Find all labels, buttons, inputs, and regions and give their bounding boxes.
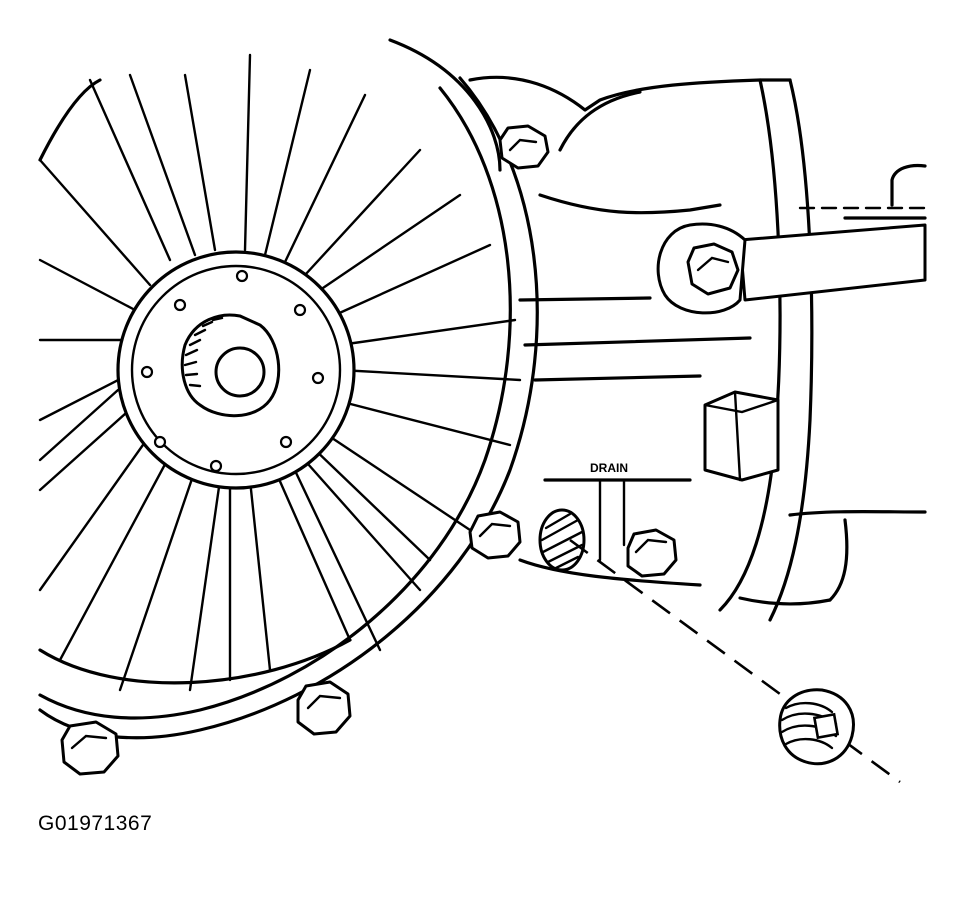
bell-housing-bolt-top [498, 124, 550, 170]
drain-plug-icon [778, 688, 855, 766]
bell-housing [38, 38, 539, 740]
bell-housing-bolt-lower [296, 680, 352, 736]
drain-hole [538, 508, 586, 572]
bell-housing-bolt-left [60, 720, 120, 776]
drain-plug-centerline [569, 538, 901, 784]
case-bolt-drain-side [626, 528, 678, 578]
drain-label: DRAIN [590, 461, 628, 475]
lever-nut [686, 242, 740, 296]
figure-id: G01971367 [38, 812, 153, 835]
bell-housing-bolt-mid [468, 510, 522, 560]
torque-converter [38, 53, 522, 692]
